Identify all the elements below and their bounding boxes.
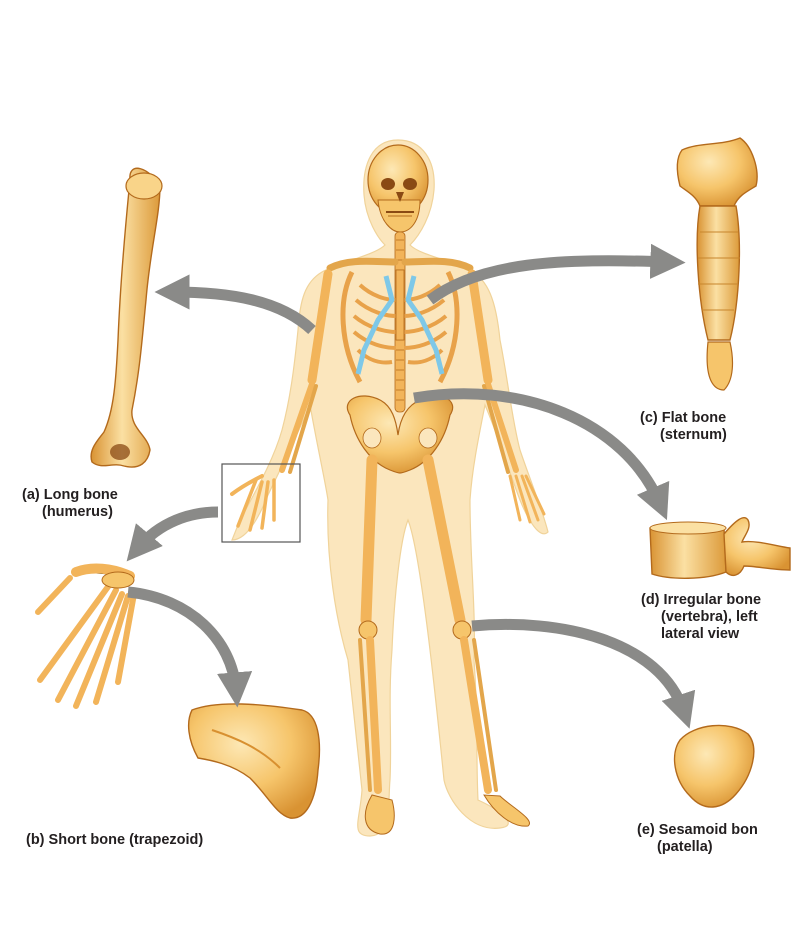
label-flat-bone-line2: (sternum) xyxy=(640,427,727,444)
label-irregular-bone: (d) Irregular bone (vertebra), left late… xyxy=(641,592,761,643)
label-long-bone: (a) Long bone (humerus) xyxy=(22,487,118,521)
arrow-to-hand xyxy=(138,512,218,548)
arrow-to-long-bone xyxy=(172,292,312,330)
trapezoid-short-bone xyxy=(189,704,320,818)
label-sesamoid-bone: (e) Sesamoid bon (patella) xyxy=(637,822,758,856)
sternum-flat-bone xyxy=(677,138,757,390)
label-flat-bone: (c) Flat bone (sternum) xyxy=(640,410,727,444)
label-flat-bone-line1: (c) Flat bone xyxy=(640,410,726,426)
hand-enlarged xyxy=(38,569,134,706)
vertebra-irregular-bone xyxy=(650,518,790,579)
label-irregular-bone-line1: (d) Irregular bone xyxy=(641,592,761,608)
label-short-bone: (b) Short bone (trapezoid) xyxy=(26,832,203,849)
label-sesamoid-bone-line2: (patella) xyxy=(637,839,758,856)
label-irregular-bone-line3: lateral view xyxy=(641,626,761,643)
label-sesamoid-bone-line1: (e) Sesamoid bon xyxy=(637,822,758,838)
label-short-bone-line1: (b) Short bone (trapezoid) xyxy=(26,832,203,848)
humerus-long-bone xyxy=(91,168,162,467)
label-long-bone-line2: (humerus) xyxy=(22,504,118,521)
arrow-to-short-bone xyxy=(128,592,236,690)
label-long-bone-line1: (a) Long bone xyxy=(22,487,118,503)
patella-sesamoid-bone xyxy=(675,725,754,807)
label-irregular-bone-line2: (vertebra), left xyxy=(641,609,761,626)
